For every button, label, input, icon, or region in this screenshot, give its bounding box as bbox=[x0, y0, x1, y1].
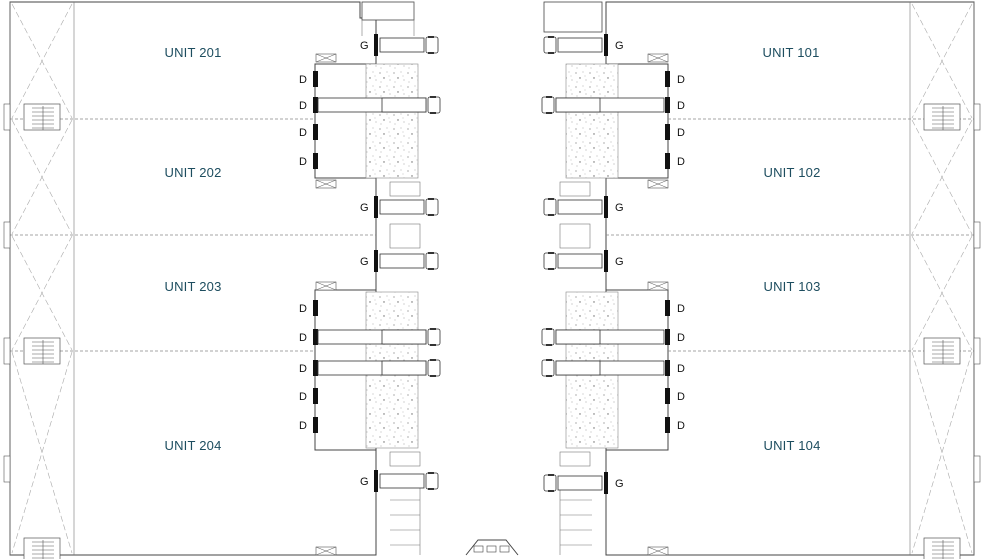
svg-text:G: G bbox=[360, 256, 369, 268]
west-dock-door-1: D bbox=[299, 71, 318, 87]
svg-text:D: D bbox=[677, 74, 685, 86]
svg-text:G: G bbox=[615, 40, 624, 52]
unit-label-204: UNIT 204 bbox=[165, 438, 222, 453]
svg-text:D: D bbox=[299, 303, 307, 315]
svg-text:D: D bbox=[677, 303, 685, 315]
svg-text:D: D bbox=[299, 363, 307, 375]
unit-label-202: UNIT 202 bbox=[165, 165, 222, 180]
east-dock-door-6: D bbox=[541, 327, 685, 347]
svg-text:D: D bbox=[299, 100, 307, 112]
east-dock-door-3: D bbox=[665, 124, 685, 140]
west-dock-door-6: D bbox=[299, 327, 441, 347]
svg-text:D: D bbox=[677, 156, 685, 168]
svg-text:G: G bbox=[615, 202, 624, 214]
svg-text:D: D bbox=[299, 391, 307, 403]
east-dock-door-7: D bbox=[541, 358, 685, 378]
svg-text:D: D bbox=[677, 391, 685, 403]
svg-text:D: D bbox=[677, 420, 685, 432]
east-grade-door-2: G bbox=[543, 196, 624, 218]
west-grade-door-1: G bbox=[360, 34, 439, 56]
east-grade-door-3: G bbox=[543, 250, 624, 272]
west-grade-door-3: G bbox=[360, 250, 439, 272]
unit-label-201: UNIT 201 bbox=[165, 45, 222, 60]
svg-text:D: D bbox=[677, 332, 685, 344]
svg-text:D: D bbox=[677, 100, 685, 112]
west-grade-door-2: G bbox=[360, 196, 439, 218]
entry-gate bbox=[465, 539, 519, 556]
west-dock-door-7: D bbox=[299, 358, 441, 378]
east-dock-door-8: D bbox=[665, 388, 685, 404]
svg-text:D: D bbox=[677, 363, 685, 375]
east-grade-door-4: G bbox=[543, 472, 624, 494]
svg-text:D: D bbox=[299, 420, 307, 432]
east-dock-door-4: D bbox=[665, 153, 685, 169]
unit-label-101: UNIT 101 bbox=[763, 45, 820, 60]
west-dock-door-5: D bbox=[299, 300, 318, 316]
svg-text:D: D bbox=[677, 127, 685, 139]
east-grade-door-1: G bbox=[543, 34, 624, 56]
svg-text:D: D bbox=[299, 127, 307, 139]
east-dock-door-1: D bbox=[665, 71, 685, 87]
svg-text:G: G bbox=[615, 256, 624, 268]
east-dock-door-9: D bbox=[665, 417, 685, 433]
west-dock-door-4: D bbox=[299, 153, 318, 169]
unit-label-103: UNIT 103 bbox=[764, 279, 821, 294]
svg-text:D: D bbox=[299, 332, 307, 344]
west-grade-door-4: G bbox=[360, 470, 439, 492]
svg-text:G: G bbox=[360, 40, 369, 52]
west-dock-door-8: D bbox=[299, 388, 318, 404]
svg-text:G: G bbox=[360, 476, 369, 488]
west-dock-door-3: D bbox=[299, 124, 318, 140]
svg-text:D: D bbox=[299, 156, 307, 168]
east-dock-door-2: D bbox=[541, 95, 685, 115]
unit-label-104: UNIT 104 bbox=[764, 438, 821, 453]
svg-text:G: G bbox=[615, 478, 624, 490]
unit-label-102: UNIT 102 bbox=[764, 165, 821, 180]
svg-text:D: D bbox=[299, 74, 307, 86]
svg-text:G: G bbox=[360, 202, 369, 214]
west-dock-door-9: D bbox=[299, 417, 318, 433]
unit-label-203: UNIT 203 bbox=[165, 279, 222, 294]
east-dock-door-5: D bbox=[665, 300, 685, 316]
west-dock-door-2: D bbox=[299, 95, 441, 115]
east-building bbox=[543, 1, 981, 559]
